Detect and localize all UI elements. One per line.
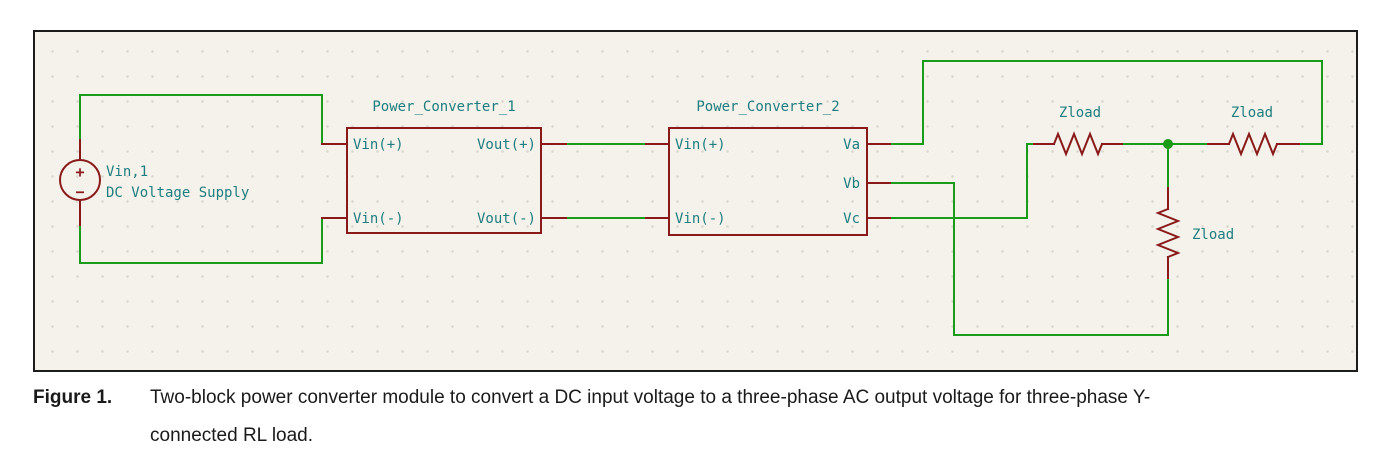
power-converter-2: Power_Converter_2 Vin(+) Vin(-) Va Vb Vc bbox=[645, 99, 891, 236]
converter2-pin-vin-plus: Vin(+) bbox=[675, 137, 726, 153]
converter1-pin-vout-minus: Vout(-) bbox=[477, 211, 536, 227]
converter1-pin-vin-minus: Vin(-) bbox=[353, 211, 404, 227]
junction-dot bbox=[1163, 139, 1173, 149]
source-reference: Vin,1 bbox=[106, 164, 148, 180]
converter1-pin-vout-plus: Vout(+) bbox=[477, 137, 536, 153]
load-b-label: Zload bbox=[1192, 227, 1234, 243]
source-value: DC Voltage Supply bbox=[106, 185, 249, 201]
wire-phase-c bbox=[888, 143, 1035, 219]
wire-phase-b bbox=[888, 182, 1169, 336]
resistor-load-b: Zload bbox=[1155, 187, 1234, 279]
resistor-load-c: Zload bbox=[1033, 105, 1123, 157]
power-converter-1: Power_Converter_1 Vin(+) Vin(-) Vout(+) … bbox=[321, 99, 567, 234]
resistor-load-a: Zload bbox=[1207, 105, 1300, 157]
minus-symbol: − bbox=[75, 183, 84, 201]
caption-figure-number: Figure 1. bbox=[33, 387, 113, 408]
converter2-pin-vin-minus: Vin(-) bbox=[675, 211, 726, 227]
converter2-pin-vb: Vb bbox=[843, 176, 860, 192]
converter2-title: Power_Converter_2 bbox=[696, 99, 839, 115]
converter2-pin-va: Va bbox=[843, 137, 860, 153]
converter2-pin-vc: Vc bbox=[843, 211, 860, 227]
load-c-label: Zload bbox=[1059, 105, 1101, 121]
dc-voltage-source: + − Vin,1 DC Voltage Supply bbox=[59, 139, 249, 226]
plus-symbol: + bbox=[75, 163, 84, 181]
converter1-pin-vin-plus: Vin(+) bbox=[353, 137, 404, 153]
figure-caption: Figure 1. Two-block power converter modu… bbox=[33, 387, 1378, 446]
wire-phase-a bbox=[888, 60, 1323, 145]
load-a-label: Zload bbox=[1231, 105, 1273, 121]
caption-text-line1: Two-block power converter module to conv… bbox=[150, 387, 1151, 408]
wire-neutral-node bbox=[1121, 143, 1209, 189]
wire-dc-link bbox=[565, 143, 647, 219]
schematic-canvas bbox=[33, 30, 1358, 372]
converter1-title: Power_Converter_1 bbox=[372, 99, 515, 115]
wire-dc-loop bbox=[79, 94, 323, 264]
caption-text-line2: connected RL load. bbox=[150, 425, 314, 446]
